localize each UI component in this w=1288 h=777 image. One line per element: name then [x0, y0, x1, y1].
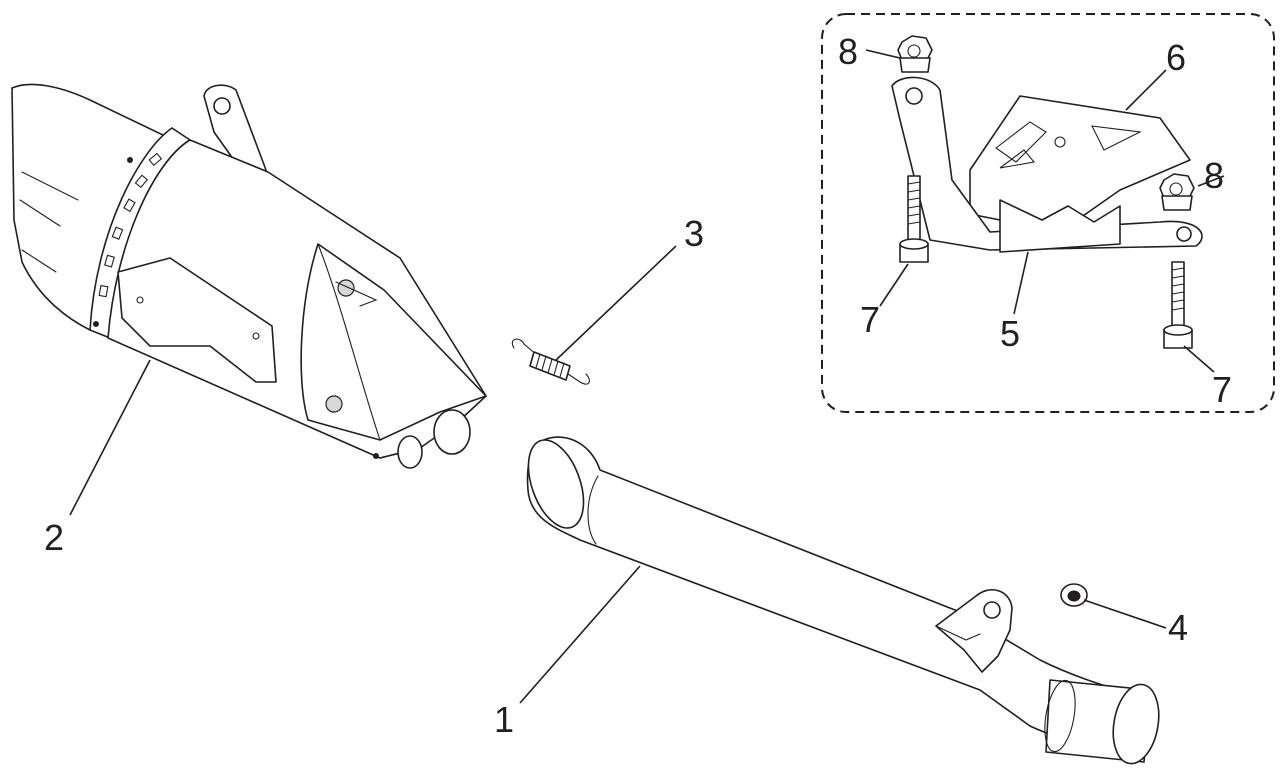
exhaust-pipe-part	[526, 436, 1160, 765]
bolt-7-left	[899, 175, 929, 263]
nut-8-top-left	[897, 35, 933, 73]
spring-part	[511, 338, 590, 385]
callout-7-left: 7	[860, 299, 880, 340]
nut-8-right	[1159, 173, 1195, 211]
inset-detail-frame	[821, 13, 1275, 413]
callout-8-top-left: 8	[838, 31, 858, 72]
bolt-7-right	[1163, 261, 1193, 349]
callout-6: 6	[1166, 37, 1186, 78]
leader-lines	[69, 49, 1225, 704]
callout-3: 3	[684, 213, 704, 254]
bracket-5-part	[891, 76, 1203, 253]
silencer-part	[11, 83, 487, 469]
callout-8-right: 8	[1204, 155, 1224, 196]
callout-1: 1	[494, 699, 514, 740]
callout-2: 2	[44, 517, 64, 558]
nut-part	[1060, 583, 1088, 607]
bracket-6-part	[969, 95, 1191, 233]
callout-5: 5	[1000, 313, 1020, 354]
callout-7-right: 7	[1212, 369, 1232, 410]
callout-4: 4	[1168, 607, 1188, 648]
